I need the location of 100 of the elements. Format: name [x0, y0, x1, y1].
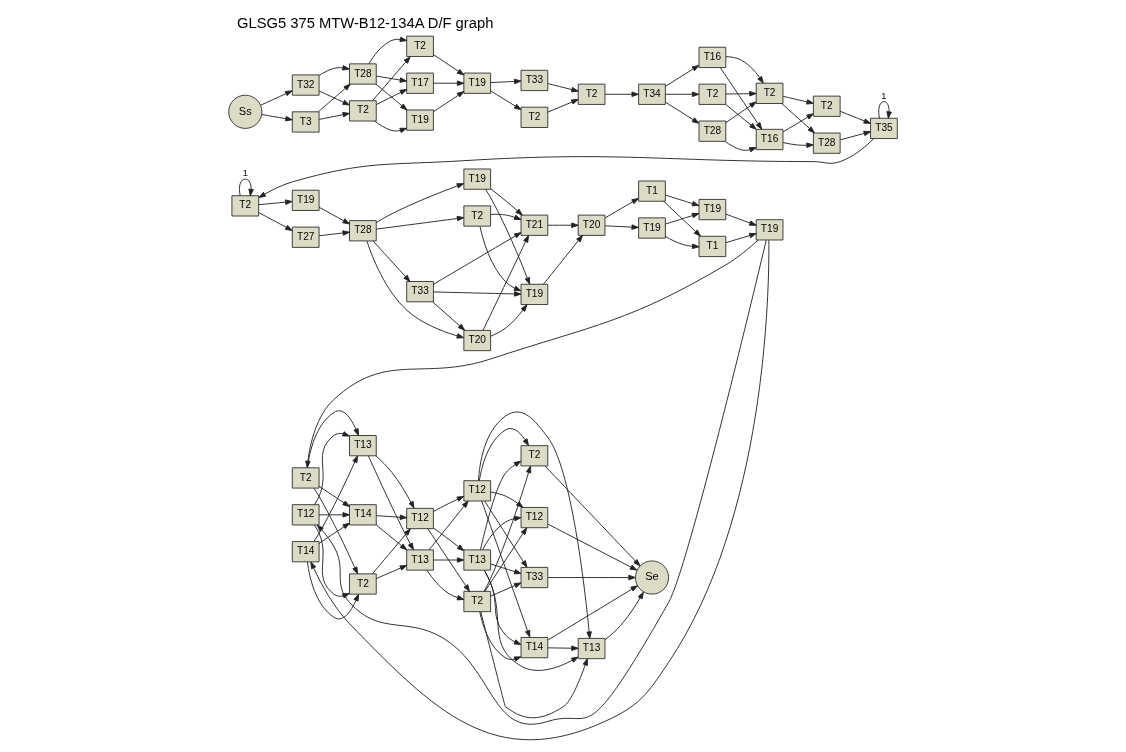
arrow — [307, 561, 359, 620]
arrow — [547, 523, 638, 571]
node-box: T21 — [520, 214, 549, 236]
arrow — [490, 582, 522, 597]
arrow — [547, 574, 636, 581]
arrow — [547, 83, 579, 93]
arrow — [427, 528, 470, 592]
arrow — [725, 90, 757, 97]
arrow — [490, 563, 522, 575]
arrow — [664, 235, 700, 250]
arrow — [725, 232, 757, 244]
arrow — [479, 225, 522, 292]
arrow — [482, 235, 529, 331]
arrow — [478, 428, 529, 482]
arrow — [725, 213, 757, 226]
node-box: T2 — [349, 573, 377, 595]
arrow — [368, 36, 408, 65]
node-box: T12 — [291, 504, 320, 526]
arrow — [318, 512, 350, 518]
arrow — [258, 138, 875, 198]
arrow — [604, 224, 639, 230]
arrow — [782, 142, 814, 148]
arrow — [544, 465, 641, 567]
arrow — [490, 213, 522, 220]
node-box: T33 — [520, 69, 549, 92]
node-box: T2 — [463, 590, 492, 613]
node-box: T19 — [698, 198, 727, 221]
arrow — [433, 54, 465, 76]
arrow — [428, 500, 469, 551]
arrow — [375, 514, 408, 520]
arrow — [375, 215, 465, 230]
arrow — [604, 198, 639, 219]
node-box: T16 — [755, 128, 784, 151]
arrow — [480, 460, 522, 551]
node-box: T12 — [406, 507, 434, 530]
node-box: T19 — [291, 189, 320, 211]
diagram-title: GLSG5 375 MTW-B12-134A D/F graph — [237, 14, 494, 31]
arrow — [490, 78, 522, 85]
node-box: T2 — [520, 445, 549, 467]
node-box: T13 — [406, 549, 434, 571]
arrow — [375, 565, 408, 579]
arrow — [481, 500, 531, 638]
arrow — [782, 113, 814, 133]
arrow — [547, 585, 638, 641]
arrow — [483, 465, 532, 592]
arrow — [432, 301, 466, 331]
arrow — [317, 83, 351, 113]
arrow — [433, 557, 465, 563]
node-box: T2 — [520, 106, 549, 128]
arrow — [374, 120, 408, 133]
arrow — [318, 65, 350, 76]
arrow — [490, 90, 522, 111]
arrow — [260, 90, 293, 106]
arrow — [433, 232, 522, 285]
arrow — [485, 189, 531, 285]
arrow — [258, 212, 293, 231]
node-box: T17 — [406, 72, 434, 94]
arrow — [490, 304, 528, 337]
arrow — [318, 230, 350, 237]
arrow — [258, 199, 293, 206]
node-box: T3 — [291, 111, 320, 133]
node-box: T12 — [520, 507, 549, 529]
arrow — [665, 212, 700, 225]
node-box: T14 — [291, 541, 320, 563]
arrow — [367, 455, 414, 551]
arrow — [725, 56, 764, 84]
node-box: T13 — [577, 637, 606, 660]
arrow — [839, 110, 871, 124]
arrow — [313, 524, 350, 599]
node-circle: Ss — [228, 94, 263, 129]
node-box: T13 — [463, 549, 492, 571]
node-box: T20 — [463, 329, 492, 352]
node-box: T16 — [698, 46, 727, 68]
arrow — [725, 104, 757, 130]
node-box: T33 — [520, 566, 549, 589]
node-box: T32 — [291, 74, 320, 96]
arrow — [479, 611, 522, 662]
arrow — [665, 64, 700, 87]
arrow — [433, 291, 522, 297]
node-box: T14 — [349, 504, 377, 526]
node-box: T34 — [638, 83, 666, 105]
node-box: T28 — [812, 132, 841, 154]
node-box: T28 — [349, 220, 377, 242]
arrow — [547, 222, 579, 228]
arrow — [375, 183, 465, 224]
arrow — [375, 89, 408, 106]
arrow — [547, 99, 579, 113]
arrow — [313, 455, 358, 542]
node-box: T28 — [698, 120, 727, 142]
arrow — [839, 130, 871, 141]
arrow — [375, 524, 408, 551]
node-box: T2 — [231, 195, 260, 217]
node-box: T19 — [638, 217, 666, 239]
arrow — [878, 101, 892, 119]
arrow — [375, 83, 408, 111]
node-box: T19 — [755, 219, 784, 241]
node-box: T19 — [520, 283, 549, 305]
node-box: T20 — [577, 214, 606, 236]
arrow — [433, 527, 465, 552]
node-box: T27 — [291, 226, 320, 248]
